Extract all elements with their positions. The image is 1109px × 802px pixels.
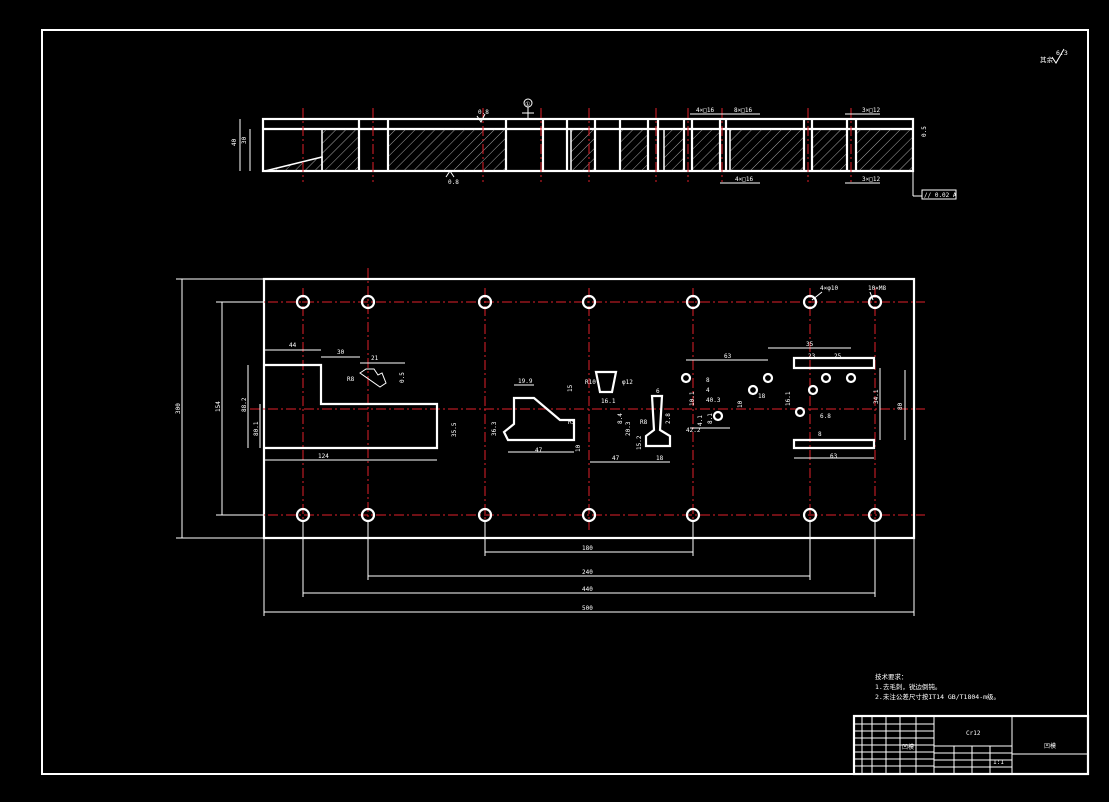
dim-18-a: 18 bbox=[656, 455, 664, 462]
pilot-holes bbox=[680, 372, 857, 422]
dim-47-a: 47 bbox=[535, 447, 543, 454]
roughness-symbol: 其余 6.3 bbox=[1040, 48, 1068, 64]
datum-marker: ① bbox=[525, 101, 530, 108]
drawing-frame bbox=[41, 29, 1089, 775]
section-dim-depth: 30 bbox=[241, 136, 248, 144]
dim-882: 88.2 bbox=[241, 397, 248, 412]
dim-10-b: 10 bbox=[737, 400, 744, 408]
material: Cr12 bbox=[966, 730, 981, 737]
section-roughness-bottom: 0.8 bbox=[448, 179, 459, 186]
section-callout-3: 3×□12 bbox=[862, 107, 880, 114]
dim-63-bottom: 63 bbox=[830, 453, 838, 460]
tech-requirements: 技术要求： 1.去毛刺，锐边倒钝。 2.未注公差尺寸按IT14 GB/T1804… bbox=[875, 672, 1000, 701]
title-small: 凹模 bbox=[902, 743, 914, 751]
dim-4: 4 bbox=[706, 387, 710, 394]
dim-124: 124 bbox=[318, 453, 329, 460]
dim-84: 8.4 bbox=[617, 413, 624, 424]
dim-44: 44 bbox=[289, 342, 297, 349]
dim-05: 0.5 bbox=[399, 372, 406, 383]
dim-180: 180 bbox=[582, 545, 593, 552]
dim-63-top: 63 bbox=[724, 353, 732, 360]
dim-81: 8.1 bbox=[707, 413, 714, 424]
scale: 1:1 bbox=[993, 759, 1004, 766]
tech-title: 技术要求： bbox=[875, 672, 908, 681]
dim-8: 8 bbox=[706, 377, 710, 384]
dim-363: 36.3 bbox=[491, 421, 498, 436]
dim-240: 240 bbox=[582, 569, 593, 576]
tech-item-2: 2.未注公差尺寸按IT14 GB/T1804-m级。 bbox=[875, 692, 1000, 701]
screw-holes bbox=[295, 294, 883, 523]
dim-68: 6.8 bbox=[820, 413, 831, 420]
dim-r5: R5 bbox=[568, 419, 576, 426]
part-name: 凹模 bbox=[1044, 742, 1056, 750]
dim-80: 80 bbox=[897, 402, 904, 410]
dim-355: 35.5 bbox=[451, 422, 458, 437]
dim-28: 2.8 bbox=[665, 413, 672, 424]
dim-101: 10.1 bbox=[689, 391, 696, 406]
dim-161: 16.1 bbox=[601, 398, 616, 405]
dim-41: 4.1 bbox=[697, 415, 704, 426]
hole-callout-screw: 10×M8 bbox=[868, 285, 886, 292]
dim-403: 40.3 bbox=[706, 397, 721, 404]
dim-161-b: 16.1 bbox=[785, 391, 792, 406]
cavity-l-shape bbox=[264, 363, 439, 450]
dim-15: 15 bbox=[567, 384, 574, 392]
dim-154: 154 bbox=[215, 401, 222, 412]
tolerance-frame: // 0.02 A bbox=[924, 192, 957, 199]
section-callout-1: 4×□16 bbox=[696, 107, 714, 114]
dim-8-b: 8 bbox=[818, 431, 822, 438]
dim-199: 19.9 bbox=[518, 378, 533, 385]
section-callout-4: 4×□16 bbox=[735, 176, 753, 183]
section-roughness-top: 0.8 bbox=[478, 109, 489, 116]
dim-30: 30 bbox=[337, 349, 345, 356]
dim-phi12: φ12 bbox=[622, 379, 633, 386]
section-callout-5: 3×□12 bbox=[862, 176, 880, 183]
dim-23: 23 bbox=[808, 353, 816, 360]
section-callout-2: 8×□16 bbox=[734, 107, 752, 114]
dim-35: 35 bbox=[806, 341, 814, 348]
dim-203: 20.3 bbox=[625, 421, 632, 436]
section-view: 0.8 ① 4×□16 8×□16 3×□12 0.8 4×□16 3×□12 … bbox=[231, 98, 957, 200]
profile-a bbox=[502, 396, 576, 442]
title-block: Cr12 凹模 凹模 1:1 bbox=[852, 714, 1090, 776]
plan-view: 4×φ10 10×M8 44 30 21 R8 0.5 124 35.5 300… bbox=[175, 268, 925, 616]
dim-r8-mid: R8 bbox=[640, 419, 648, 426]
tech-item-1: 1.去毛刺，锐边倒钝。 bbox=[875, 682, 941, 691]
dim-21: 21 bbox=[371, 355, 379, 362]
dim-341: 34.1 bbox=[873, 389, 880, 404]
roughness-text: 其余 bbox=[1040, 55, 1054, 64]
dim-25: 25 bbox=[834, 353, 842, 360]
slot-bottom bbox=[792, 438, 876, 450]
dim-422: 42.2 bbox=[686, 427, 701, 434]
section-dim-height: 40 bbox=[231, 138, 238, 146]
dim-500: 500 bbox=[582, 605, 593, 612]
dim-r10: R10 bbox=[585, 379, 596, 386]
dim-6: 6 bbox=[656, 388, 660, 395]
dim-300: 300 bbox=[175, 403, 182, 414]
profile-b bbox=[594, 370, 618, 394]
dim-440: 440 bbox=[582, 586, 593, 593]
section-dim-flatness: 0.5 bbox=[921, 126, 928, 137]
dim-r8-left: R8 bbox=[347, 376, 355, 383]
hole-callout-dowel: 4×φ10 bbox=[820, 285, 838, 292]
dim-47-b: 47 bbox=[612, 455, 620, 462]
slot-top bbox=[792, 356, 876, 370]
dim-10-a: 10 bbox=[575, 444, 582, 452]
profile-c bbox=[644, 394, 672, 448]
dim-18-b: 18 bbox=[758, 393, 766, 400]
dim-801: 80.1 bbox=[253, 421, 260, 436]
dim-152: 15.2 bbox=[636, 435, 643, 450]
